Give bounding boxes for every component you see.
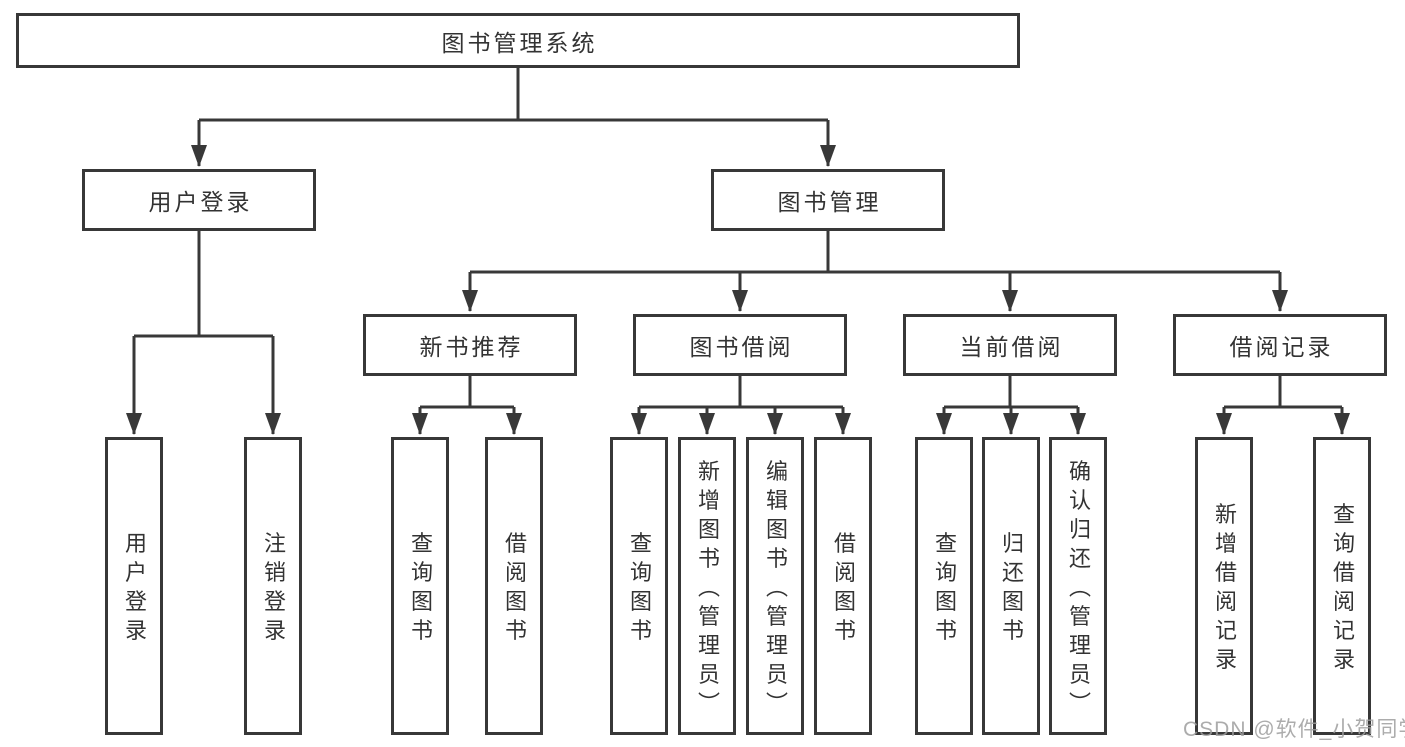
leaf-confirm-return-admin-label: 确认归还（管理员） xyxy=(1066,459,1091,720)
leaf-confirm-return-admin: 确认归还（管理员） xyxy=(1049,437,1107,735)
node-user-login-group: 用户登录 xyxy=(82,169,316,231)
leaf-logout: 注销登录 xyxy=(244,437,302,735)
node-user-login-group-label: 用户登录 xyxy=(148,189,253,215)
node-current-borrowing: 当前借阅 xyxy=(903,314,1117,376)
node-new-book-recommend-label: 新书推荐 xyxy=(419,334,524,360)
csdn-watermark: CSDN @软件_小贺同学 xyxy=(1183,718,1405,741)
node-book-management-group-label: 图书管理 xyxy=(777,189,882,215)
node-borrowing-records: 借阅记录 xyxy=(1173,314,1387,376)
leaf-user-login-label: 用户登录 xyxy=(122,531,147,648)
leaf-query-books-current: 查询图书 xyxy=(915,437,973,735)
leaf-borrow-books-borrowing-label: 借阅图书 xyxy=(831,531,856,648)
leaf-query-borrow-record: 查询借阅记录 xyxy=(1313,437,1371,735)
node-library-system: 图书管理系统 xyxy=(16,13,1020,68)
node-current-borrowing-label: 当前借阅 xyxy=(959,334,1064,360)
leaf-logout-label: 注销登录 xyxy=(261,531,286,648)
leaf-add-books-admin: 新增图书（管理员） xyxy=(678,437,736,735)
leaf-edit-books-admin: 编辑图书（管理员） xyxy=(746,437,804,735)
leaf-user-login: 用户登录 xyxy=(105,437,163,735)
leaf-borrow-books-recommend: 借阅图书 xyxy=(485,437,543,735)
node-book-borrowing-label: 图书借阅 xyxy=(689,334,794,360)
leaf-return-books: 归还图书 xyxy=(982,437,1040,735)
leaf-query-borrow-record-label: 查询借阅记录 xyxy=(1330,502,1355,677)
leaf-query-books-recommend-label: 查询图书 xyxy=(408,531,433,648)
leaf-add-borrow-record: 新增借阅记录 xyxy=(1195,437,1253,735)
node-borrowing-records-label: 借阅记录 xyxy=(1229,334,1334,360)
leaf-edit-books-admin-label: 编辑图书（管理员） xyxy=(763,459,788,720)
leaf-query-books-borrowing-label: 查询图书 xyxy=(627,531,652,648)
leaf-borrow-books-borrowing: 借阅图书 xyxy=(814,437,872,735)
node-book-management-group: 图书管理 xyxy=(711,169,945,231)
leaf-query-books-current-label: 查询图书 xyxy=(932,531,957,648)
leaf-return-books-label: 归还图书 xyxy=(999,531,1024,648)
connector-group xyxy=(126,68,1350,435)
leaf-borrow-books-recommend-label: 借阅图书 xyxy=(502,531,527,648)
node-library-system-label: 图书管理系统 xyxy=(441,29,598,56)
leaf-add-borrow-record-label: 新增借阅记录 xyxy=(1212,502,1237,677)
node-new-book-recommend: 新书推荐 xyxy=(363,314,577,376)
leaf-query-books-borrowing: 查询图书 xyxy=(610,437,668,735)
node-book-borrowing: 图书借阅 xyxy=(633,314,847,376)
leaf-query-books-recommend: 查询图书 xyxy=(391,437,449,735)
leaf-add-books-admin-label: 新增图书（管理员） xyxy=(695,459,720,720)
